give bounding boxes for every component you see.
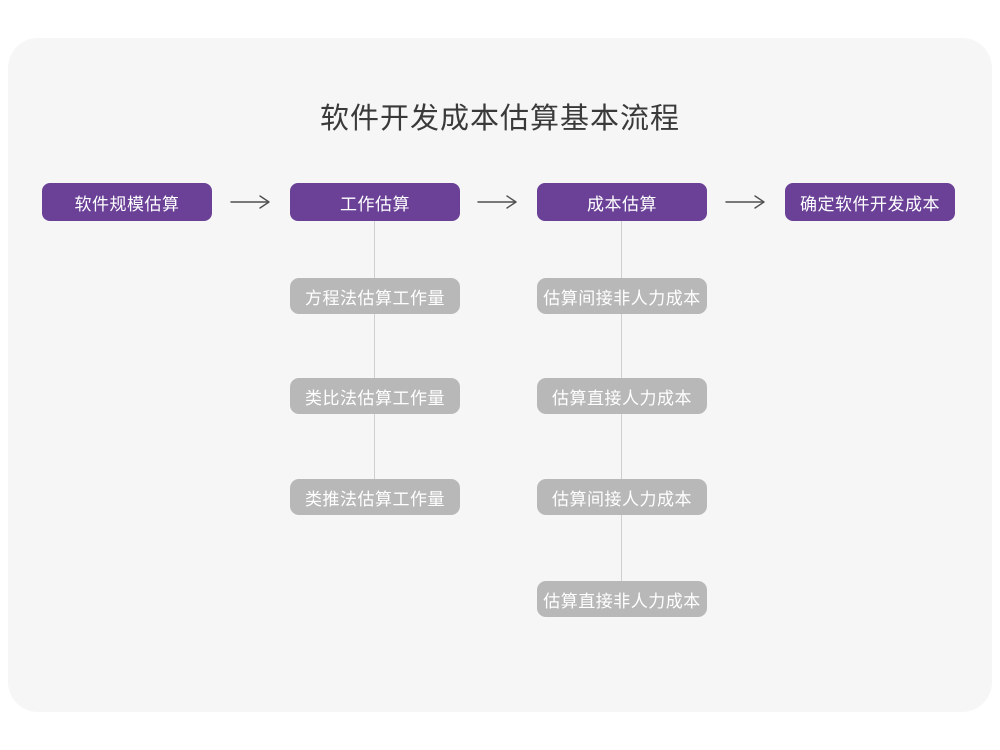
diagram-title: 软件开发成本估算基本流程 xyxy=(319,103,680,135)
substep-label: 估算直接非人力成本 xyxy=(543,591,701,611)
substep-direct-non-labor-cost: 估算直接非人力成本 xyxy=(537,581,707,617)
right-arrow-icon xyxy=(230,195,270,209)
flowchart-card: 软件开发成本估算基本流程 软件规模估算 工作估算 成本估算 确定软件开发成本 xyxy=(8,38,992,712)
substep-label: 估算直接人力成本 xyxy=(552,388,692,408)
substep-label: 估算间接人力成本 xyxy=(552,489,692,509)
substep-label: 估算间接非人力成本 xyxy=(543,288,701,308)
substep-extrapolation-method: 类推法估算工作量 xyxy=(290,479,460,515)
stage-box-cost-estimation: 成本估算 xyxy=(537,183,707,221)
substep-label: 方程法估算工作量 xyxy=(305,288,445,308)
substep-indirect-non-labor-cost: 估算间接非人力成本 xyxy=(537,278,707,314)
stage-label: 成本估算 xyxy=(587,194,657,214)
stage-box-effort-estimation: 工作估算 xyxy=(290,183,460,221)
connector-line-effort xyxy=(374,221,375,497)
substep-equation-method: 方程法估算工作量 xyxy=(290,278,460,314)
substep-analogy-method: 类比法估算工作量 xyxy=(290,378,460,414)
right-arrow-icon xyxy=(477,195,517,209)
stage-label: 工作估算 xyxy=(340,194,410,214)
substep-label: 类比法估算工作量 xyxy=(305,388,445,408)
right-arrow-icon xyxy=(725,195,765,209)
substep-indirect-labor-cost: 估算间接人力成本 xyxy=(537,479,707,515)
stage-label: 确定软件开发成本 xyxy=(800,194,940,214)
stage-label: 软件规模估算 xyxy=(74,194,180,214)
stage-box-determine-development-cost: 确定软件开发成本 xyxy=(785,183,955,221)
stage-box-software-scale-estimation: 软件规模估算 xyxy=(42,183,212,221)
substep-direct-labor-cost: 估算直接人力成本 xyxy=(537,378,707,414)
substep-label: 类推法估算工作量 xyxy=(305,489,445,509)
